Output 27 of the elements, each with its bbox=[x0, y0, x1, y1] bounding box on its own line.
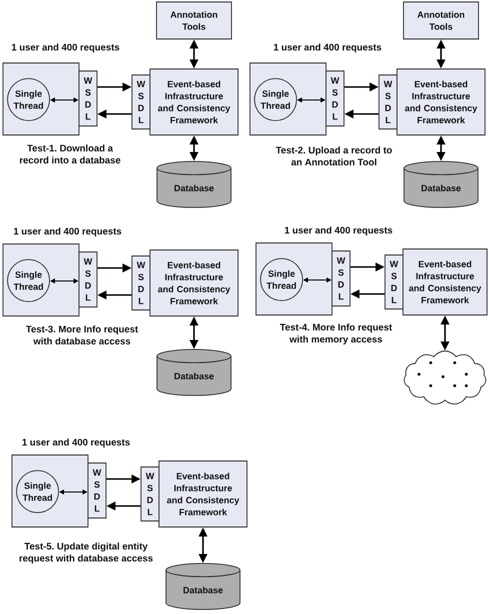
panel-heading: 1 user and 400 requests bbox=[12, 44, 120, 52]
test-caption: Test-2. Upload a record to an Annotation Tool bbox=[276, 146, 392, 166]
test-caption: Test-3. More Info request with database access bbox=[26, 326, 138, 344]
wsdl-box: W S D L bbox=[384, 254, 404, 310]
test-caption: Test-1. Download a record into a database bbox=[20, 144, 120, 164]
wsdl-box: W S D L bbox=[132, 74, 150, 130]
wsdl-box: W S D L bbox=[378, 74, 398, 130]
panel-heading: 1 user and 400 requests bbox=[284, 226, 392, 236]
memory-cloud bbox=[404, 350, 486, 404]
database-cylinder: Database bbox=[166, 563, 240, 610]
wsdl-box: W S D L bbox=[332, 250, 350, 306]
wsdl-box: W S D L bbox=[78, 252, 98, 308]
panel-heading: 1 user and 400 requests bbox=[274, 44, 382, 52]
wsdl-box: W S D L bbox=[78, 70, 98, 126]
wsdl-box: W S D L bbox=[132, 256, 150, 310]
test-caption: Test-4. More Info request with memory access bbox=[280, 324, 392, 344]
wsdl-box: W S D L bbox=[326, 70, 344, 126]
test-caption: Test-5. Update digital entity request with database access bbox=[20, 542, 153, 564]
database-cylinder: Database bbox=[156, 161, 232, 208]
wsdl-box: W S D L bbox=[140, 466, 160, 522]
panel-heading: 1 user and 400 requests bbox=[14, 228, 122, 236]
annotation-box: Annotation Tools bbox=[403, 2, 479, 40]
database-cylinder: Database bbox=[404, 161, 478, 208]
annotation-box: Annotation Tools bbox=[156, 2, 232, 40]
database-cylinder: Database bbox=[156, 349, 232, 396]
panel-heading: 1 user and 400 requests bbox=[22, 438, 130, 448]
wsdl-box: W S D L bbox=[88, 462, 106, 518]
